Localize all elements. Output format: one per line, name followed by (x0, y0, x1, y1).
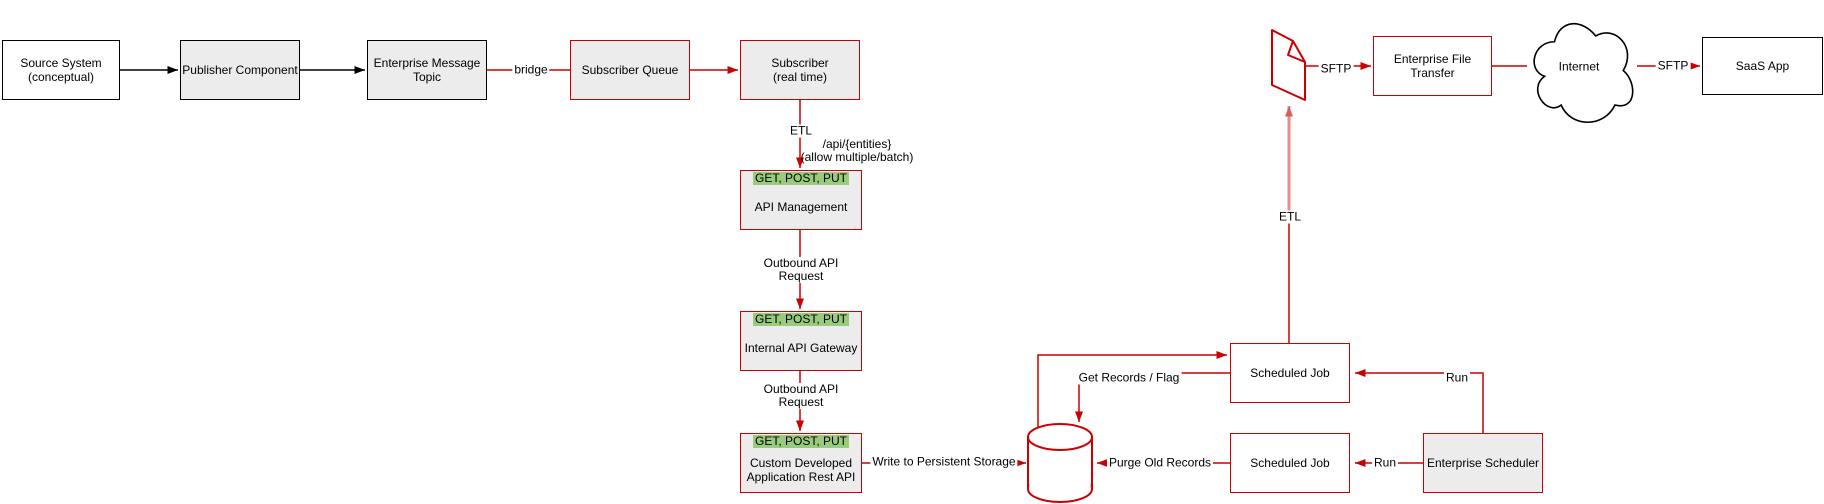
edge-label-outbound-api-request-2: Outbound API Request (761, 382, 841, 409)
edge-label-etl-down: ETL (787, 123, 815, 138)
edge-label-sftp-right: SFTP (1655, 58, 1691, 73)
node-enterprise-file-transfer[interactable]: Enterprise File Transfer (1373, 36, 1492, 96)
node-label: Subscriber (real time) (771, 56, 829, 84)
edge-label-get-records-flag: Get Records / Flag (1076, 370, 1182, 385)
node-label: Scheduled Job (1250, 366, 1330, 380)
node-label: Subscriber Queue (581, 63, 679, 77)
node-label: API Management (754, 200, 848, 214)
edge-label-purge-old-records: Purge Old Records (1106, 455, 1214, 470)
node-subscriber-queue[interactable]: Subscriber Queue (570, 40, 690, 100)
node-custom-application-rest-api[interactable]: GET, POST, PUT Custom Developed Applicat… (740, 433, 862, 493)
edge-label-write-persistent-storage: Write to Persistent Storage (870, 454, 1018, 469)
edge-label-run-bottom: Run (1371, 455, 1399, 470)
node-label: Enterprise Message Topic (373, 56, 481, 84)
edge-label-sftp-left: SFTP (1318, 61, 1354, 76)
node-label: Source System (conceptual) (20, 56, 102, 84)
document-file-icon[interactable] (1271, 29, 1306, 101)
node-saas-app[interactable]: SaaS App (1702, 37, 1823, 95)
api-path-annotation: /api/{entities} (allow multiple/batch) (800, 137, 914, 164)
node-enterprise-message-topic[interactable]: Enterprise Message Topic (367, 40, 487, 100)
node-scheduled-job-bottom[interactable]: Scheduled Job (1230, 433, 1350, 493)
http-methods-badge: GET, POST, PUT (752, 312, 849, 326)
edge-label-outbound-api-request-1: Outbound API Request (761, 256, 841, 283)
http-methods-badge: GET, POST, PUT (752, 171, 849, 185)
node-enterprise-scheduler[interactable]: Enterprise Scheduler (1423, 433, 1543, 493)
http-methods-badge: GET, POST, PUT (752, 434, 849, 448)
node-publisher-component[interactable]: Publisher Component (180, 40, 300, 100)
internet-cloud-icon[interactable] (1533, 22, 1634, 124)
database-cylinder-icon[interactable] (1027, 423, 1093, 503)
edge-storage-to-scheduledjob-top (1037, 351, 1227, 428)
node-internal-api-gateway[interactable]: GET, POST, PUT Internal API Gateway (740, 311, 862, 371)
node-label: Custom Developed Application Rest API (746, 456, 856, 484)
node-subscriber[interactable]: Subscriber (real time) (740, 40, 860, 100)
node-label: SaaS App (1735, 59, 1790, 73)
edge-scheduler-to-scheduledjob-top-run (1355, 369, 1484, 433)
node-label: Internal API Gateway (744, 341, 858, 355)
edge-label-run-top: Run (1443, 370, 1471, 385)
edge-label-bridge: bridge (512, 62, 550, 77)
internet-cloud-label: Internet (1558, 59, 1600, 74)
node-api-management[interactable]: GET, POST, PUT API Management (740, 170, 862, 230)
node-source-system[interactable]: Source System (conceptual) (2, 40, 120, 100)
node-label: Enterprise Scheduler (1426, 456, 1540, 470)
node-scheduled-job-top[interactable]: Scheduled Job (1230, 343, 1350, 403)
node-label: Enterprise File Transfer (1393, 52, 1472, 80)
node-label: Scheduled Job (1250, 456, 1330, 470)
edge-label-etl-up: ETL (1276, 209, 1304, 224)
node-label: Publisher Component (182, 63, 298, 77)
